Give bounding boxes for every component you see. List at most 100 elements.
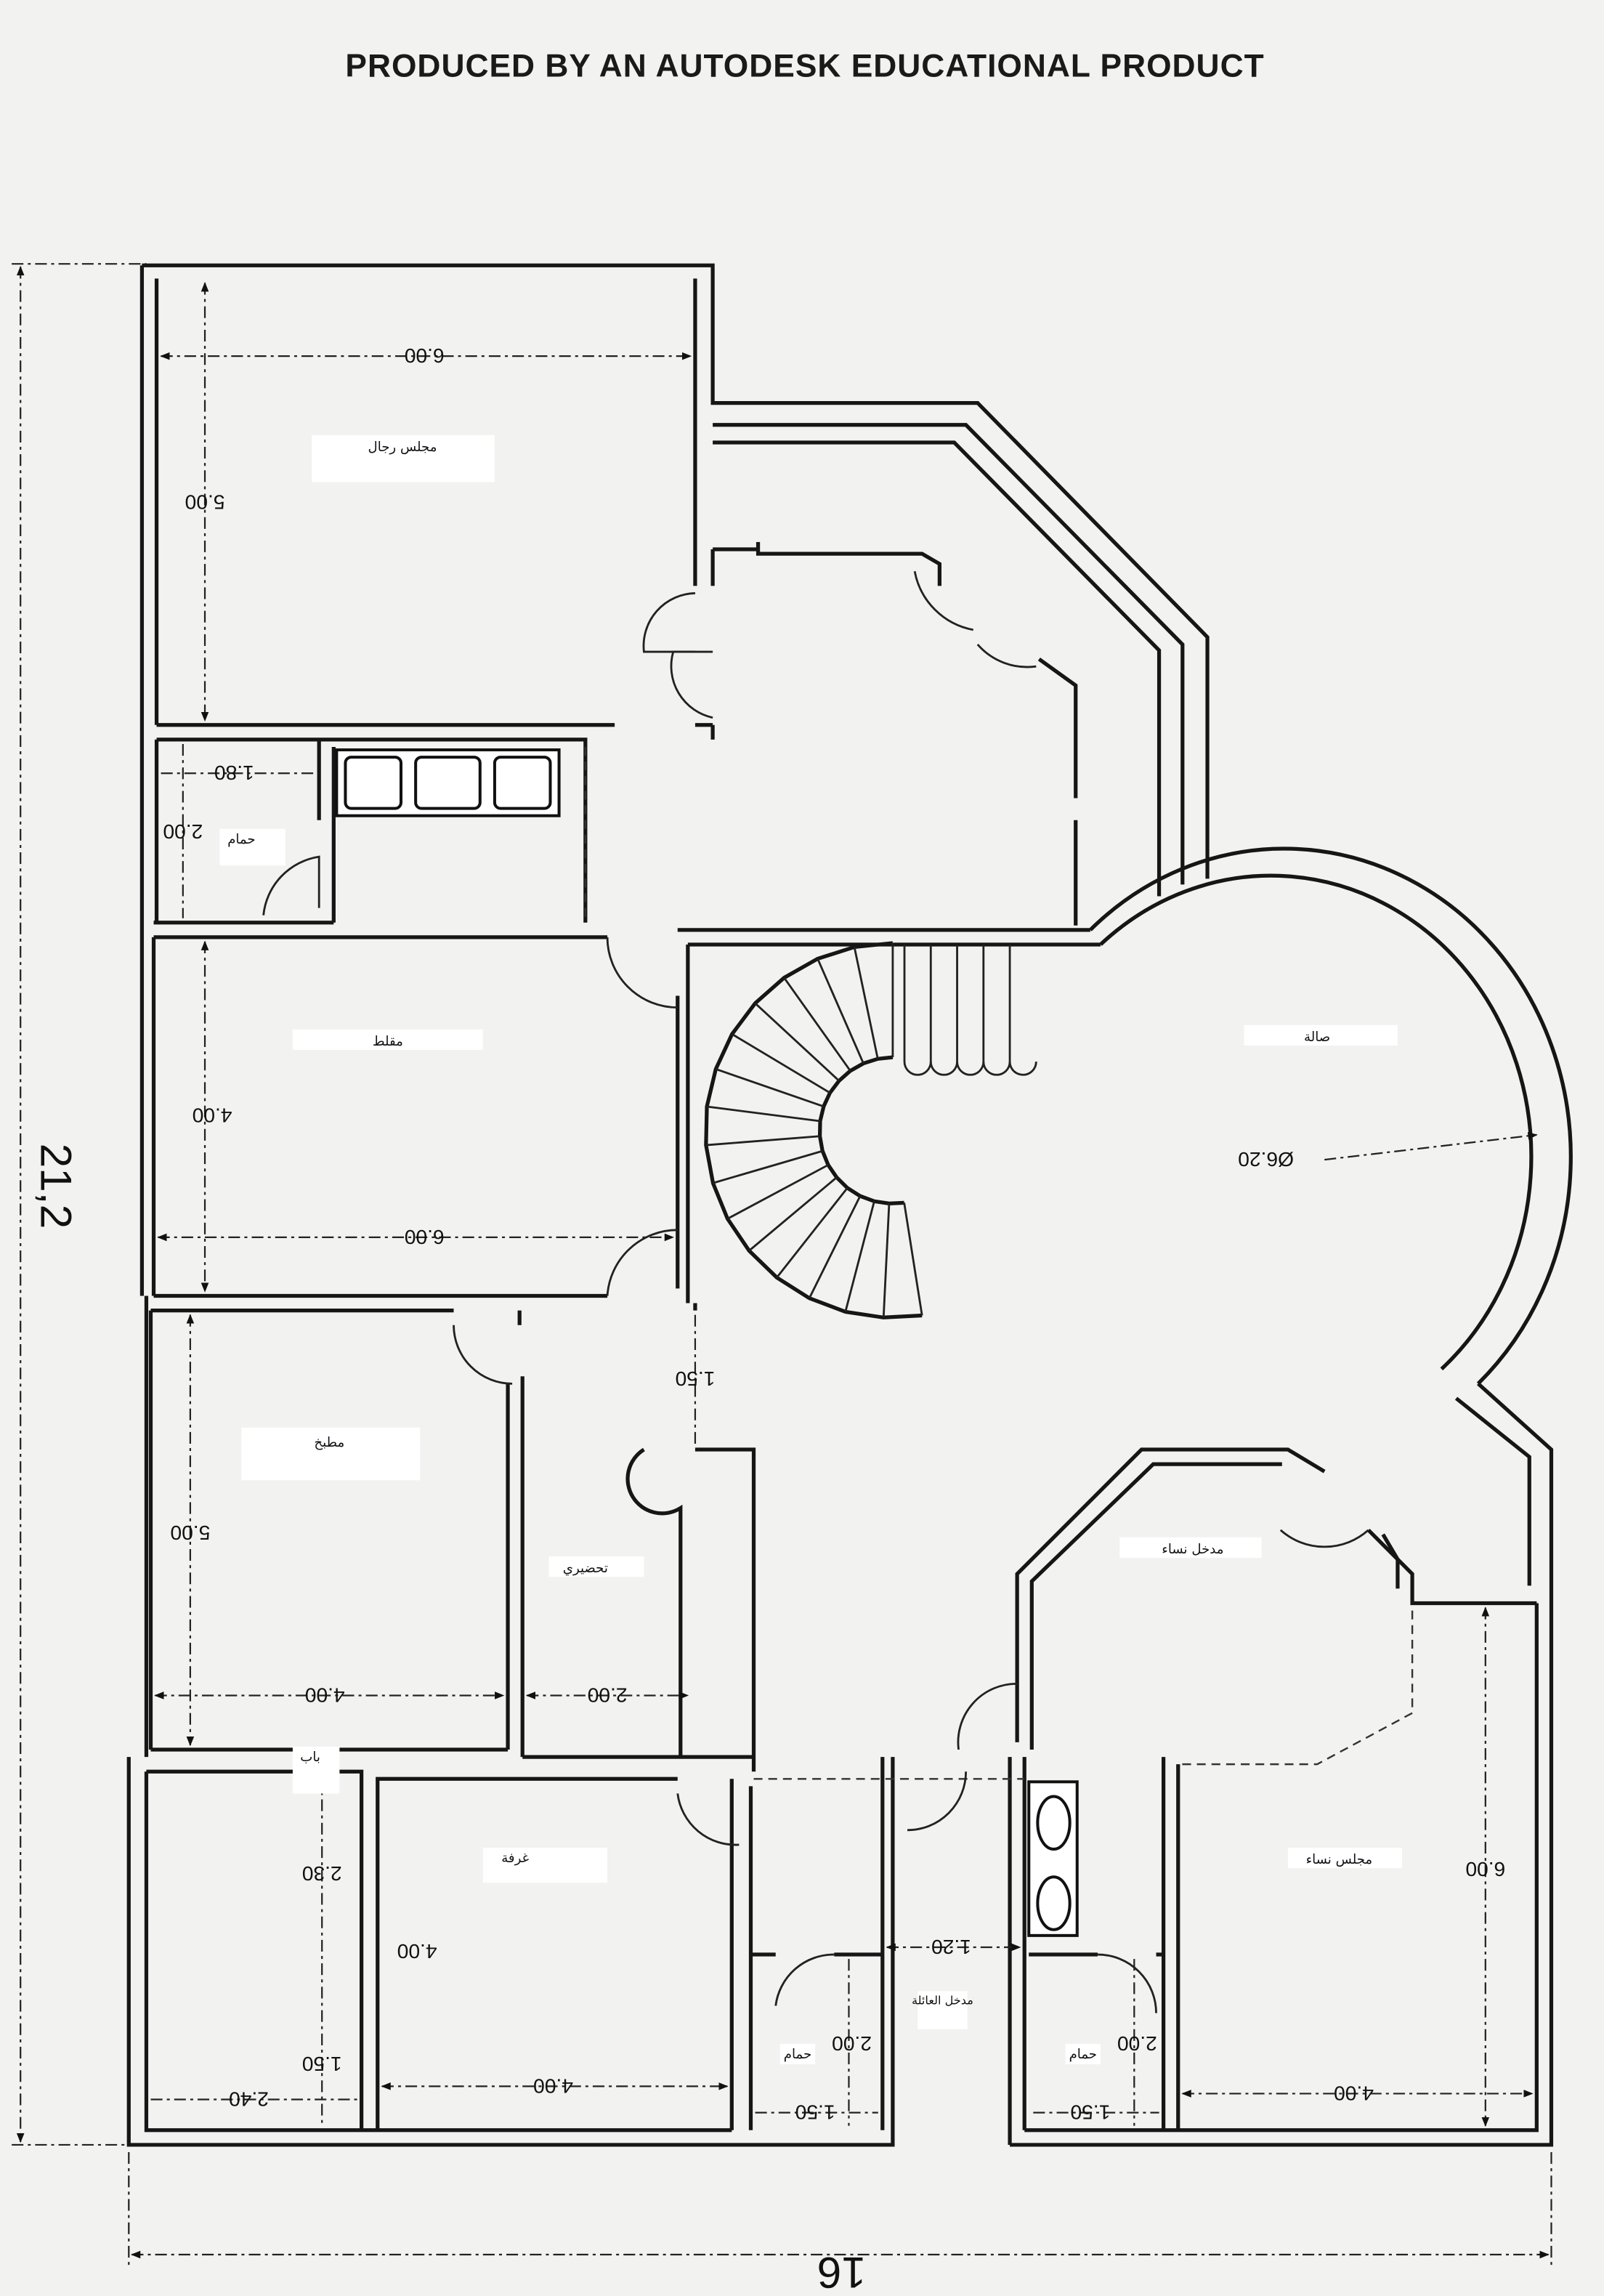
stair-step: [706, 1105, 821, 1123]
dim-bath2-width: 1.50: [795, 2101, 835, 2125]
outer-wall-top: [142, 263, 1210, 879]
dim-dining-height: 4.00: [193, 1104, 232, 1128]
dim-room-width: 4.00: [533, 2074, 573, 2098]
dim-bath2-height: 2.00: [832, 2032, 872, 2056]
label-men-majlis: مجلس رجال: [368, 440, 437, 455]
wall-bath2: [748, 1757, 885, 2130]
outer-wall-top-mid: [713, 423, 1185, 885]
wall-entry-hall: [713, 541, 1078, 926]
dim-dining-width: 6.00: [405, 1226, 445, 1249]
dim-prep-width: 2.00: [588, 1683, 628, 1707]
wall-women-entrance: [1015, 1447, 1537, 1742]
dim-bath3-width: 1.50: [1070, 2101, 1110, 2125]
outer-wall-right: [1010, 1382, 1554, 2147]
door-bath3[interactable]: [1097, 1953, 1157, 2013]
door-bath1[interactable]: [262, 855, 320, 915]
hall-radius-line: [1324, 1131, 1538, 1161]
label-family-entrance-text: مدخل العائلة: [912, 1994, 973, 2008]
watermark-title: PRODUCED BY AN AUTODESK EDUCATIONAL PROD…: [345, 48, 1264, 84]
label-women-majlis: مجلس نساء: [1306, 1852, 1373, 1867]
sink-icon: [493, 756, 552, 810]
door-men-majlis[interactable]: [642, 592, 695, 653]
stair-step: [783, 977, 851, 1072]
stair-step: [853, 947, 879, 1059]
stair-step: [903, 1202, 923, 1316]
dim-room-height: 4.00: [397, 1940, 437, 1963]
stair-step: [844, 1200, 875, 1312]
label-prep: تحضيري: [563, 1561, 608, 1576]
dim-bath1-width: 1.80: [214, 761, 254, 785]
dim-men-majlis-width: 6.00: [405, 344, 445, 368]
door-men-majlis-2[interactable]: [670, 650, 713, 719]
stair-step: [705, 1135, 820, 1147]
dim-left-room-height: 2.30: [302, 1862, 342, 1885]
door-hall-women[interactable]: [1279, 1529, 1369, 1548]
fixtures: [335, 748, 1079, 1937]
door-family-1[interactable]: [907, 1771, 968, 1832]
door-entry-1[interactable]: [913, 570, 973, 631]
dim-kitchen-width: 4.00: [305, 1683, 345, 1707]
dimension-labels: 6.00 5.00 1.80 2.00 4.00 6.00 Ø6.20 1.50…: [163, 344, 1505, 2125]
dim-bath1-height: 2.00: [163, 820, 203, 844]
stair-step: [903, 944, 932, 1076]
outer-wall-right-inner: [1454, 1396, 1531, 1586]
door-room[interactable]: [676, 1793, 740, 1846]
stair-step: [726, 1164, 829, 1220]
stair-step: [731, 1033, 831, 1094]
overall-width-label: 16: [817, 2248, 866, 2296]
wall-bath3: [1022, 1757, 1180, 2130]
stair-step: [808, 1195, 862, 1299]
stair-step: [776, 1187, 848, 1279]
wall-men-majlis-right: [693, 278, 715, 740]
label-door: باب: [300, 1750, 320, 1765]
basin-icon: [1036, 1795, 1072, 1851]
dim-women-majlis-width: 4.00: [1334, 2082, 1374, 2105]
dim-family-entrance-width: 1.20: [931, 1936, 971, 1959]
label-bath-2: حمام: [784, 2047, 811, 2062]
wall-women-entrance-inner: [1029, 1462, 1400, 1750]
wall-dining-right: [676, 928, 1101, 1303]
wall-room: [146, 1769, 753, 2130]
sink-icon: [344, 756, 403, 810]
wall-men-majlis-bottom: [156, 723, 615, 923]
inner-wall-left: [144, 278, 732, 2133]
dim-left-room-height-2: 1.50: [302, 2053, 342, 2076]
stair-step: [754, 1002, 840, 1082]
door-kitchen[interactable]: [453, 1325, 513, 1385]
door-entry-2[interactable]: [976, 644, 1037, 668]
doors[interactable]: [262, 570, 1369, 2013]
wall-kitchen: [150, 1293, 608, 1758]
label-bath-3: حمام: [1069, 2047, 1097, 2062]
stair-step: [715, 1068, 825, 1108]
label-hall: صالة: [1304, 1030, 1330, 1045]
door-dining[interactable]: [606, 937, 678, 1009]
door-bath2[interactable]: [774, 1953, 835, 2006]
door-dining-2[interactable]: [606, 1229, 678, 1296]
hall-wall-inner: [1099, 873, 1534, 1371]
spiral-staircase[interactable]: [704, 941, 1037, 1319]
wall-bath1: [153, 739, 608, 939]
label-bath-1: حمام: [227, 832, 255, 847]
stair-step: [929, 944, 958, 1076]
basin-icon: [1036, 1875, 1072, 1931]
wall-prep: [150, 1303, 756, 1772]
stair-step: [1008, 944, 1037, 1076]
hall-circle: [1089, 846, 1573, 1386]
sink-icon: [414, 756, 482, 810]
stair-step: [817, 958, 864, 1064]
overall-dimensions: 21,2 16: [12, 263, 1552, 2296]
hidden-line: [584, 747, 1414, 1766]
dim-women-majlis-height: 6.00: [1465, 1858, 1505, 1881]
wall-prep-column: [625, 1447, 683, 1758]
dim-bath3-height: 2.00: [1117, 2032, 1157, 2056]
dim-left-room-width: 2.40: [229, 2087, 269, 2111]
dim-corridor: 1.50: [675, 1367, 715, 1391]
room-labels: مجلس رجال حمام مقلط صالة مطبخ تحضيري مدخ…: [219, 434, 1402, 2065]
dim-men-majlis-height: 5.00: [185, 490, 225, 514]
label-kitchen: مطبخ: [314, 1435, 344, 1450]
door-women-entrance[interactable]: [957, 1682, 1018, 1750]
label-dining: مقلط: [373, 1034, 403, 1049]
outer-wall-top-inner: [713, 440, 1162, 897]
label-family-entrance: مدخل العائلة: [912, 1994, 973, 2008]
